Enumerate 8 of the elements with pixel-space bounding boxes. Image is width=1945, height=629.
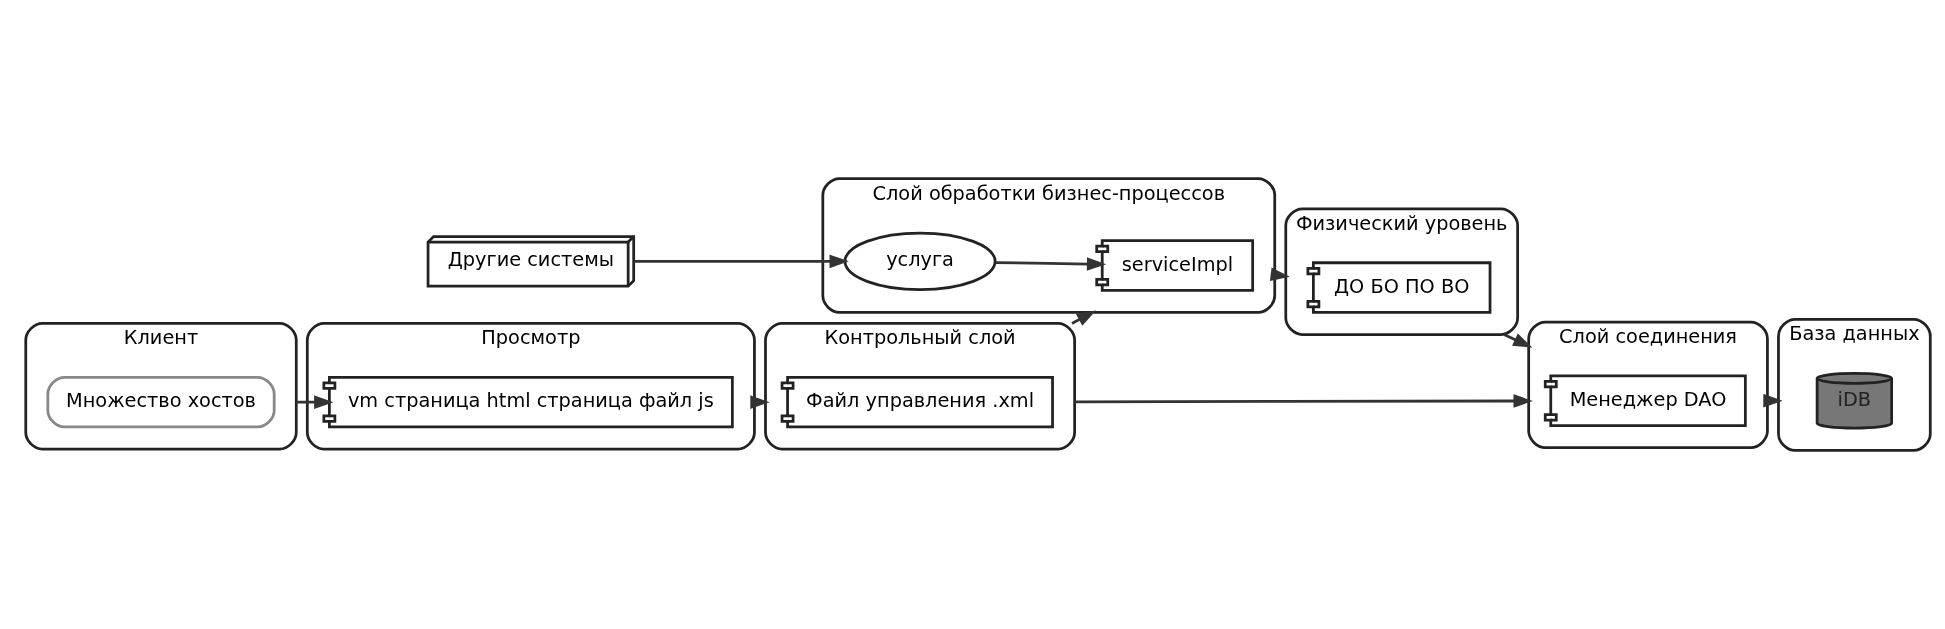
node-ellipse: услуга xyxy=(843,231,997,292)
arrow xyxy=(1763,394,1783,408)
arrow xyxy=(296,395,334,409)
node-box: Множество хостов xyxy=(46,375,276,429)
arrow xyxy=(633,254,849,269)
arrow xyxy=(750,395,770,409)
arrow xyxy=(1074,394,1533,408)
arrow xyxy=(995,257,1107,271)
